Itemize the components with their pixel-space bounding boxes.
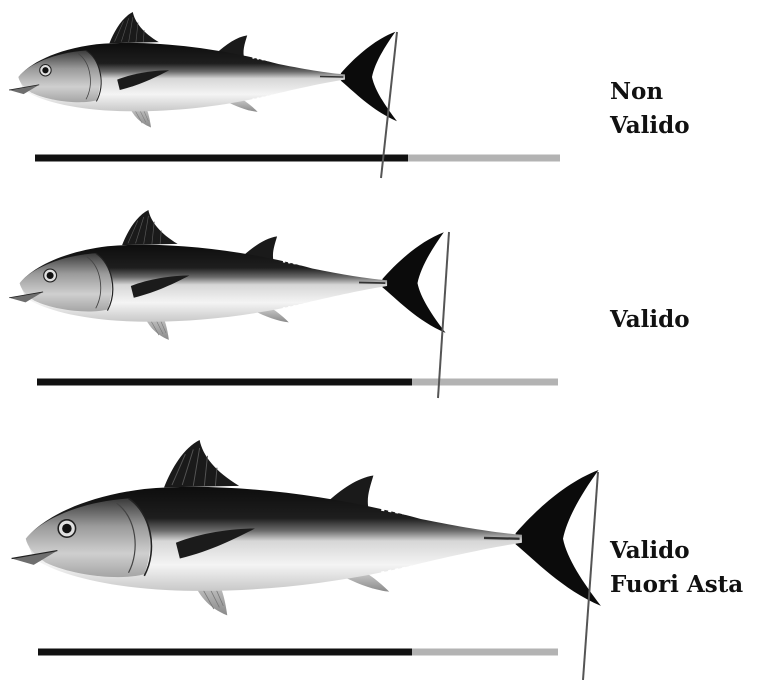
status-label-valid-outside-rod: Valido Fuori Asta	[610, 534, 743, 602]
tail-marker-line	[438, 232, 449, 398]
tail-marker-line	[583, 472, 598, 680]
tuna-fish-icon	[9, 12, 397, 127]
row-valid	[9, 210, 558, 398]
status-label-valid: Valido	[610, 303, 690, 337]
status-label-line: Fuori Asta	[610, 568, 743, 602]
row-invalid	[9, 12, 560, 178]
status-label-line: Valido	[610, 109, 690, 143]
status-label-line: Non	[610, 75, 690, 109]
status-label-line: Valido	[610, 534, 743, 568]
tuna-fish-icon	[12, 440, 601, 615]
status-label-line: Valido	[610, 303, 690, 337]
status-label-invalid: Non Valido	[610, 75, 690, 143]
row-valid-outside-rod	[12, 440, 601, 680]
tuna-fish-icon	[9, 210, 445, 340]
